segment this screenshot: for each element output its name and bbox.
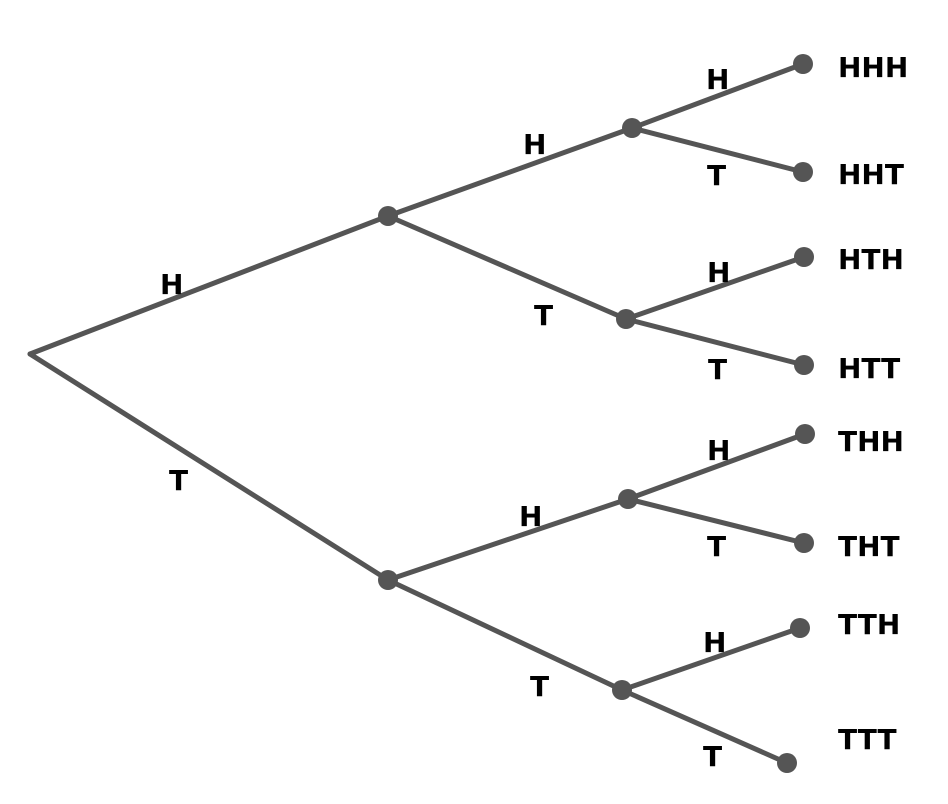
node-t xyxy=(378,570,398,590)
edge-label-hh-t: T xyxy=(707,159,726,192)
node-h xyxy=(378,206,398,226)
outcome-label-tht: THT xyxy=(838,530,900,563)
branch-hh-t xyxy=(629,125,806,175)
branch-t-t xyxy=(385,577,625,693)
branch-hh-h xyxy=(629,61,806,131)
edge-label-t-t: T xyxy=(530,670,549,703)
node-hhh xyxy=(793,54,813,74)
outcome-label-hht: HHT xyxy=(838,158,904,191)
node-htt xyxy=(794,355,814,375)
edge-label-t-h: H xyxy=(519,500,542,533)
branch-tt-h xyxy=(619,625,803,693)
edge-label-tt-h: H xyxy=(703,626,726,659)
outcome-label-tth: TTH xyxy=(838,608,900,641)
outcome-label-ttt: TTT xyxy=(838,723,897,756)
edge-label-th-h: H xyxy=(707,434,730,467)
edge-label-h-h: H xyxy=(523,128,546,161)
node-thh xyxy=(795,424,815,444)
outcome-label-hhh: HHH xyxy=(838,51,908,84)
outcome-label-thh: THH xyxy=(838,425,904,458)
edge-label-root-t: T xyxy=(169,464,188,497)
branch-h-h xyxy=(385,125,635,219)
branch-t-h xyxy=(385,496,631,583)
edge-label-tt-t: T xyxy=(703,740,722,773)
branch-root-h xyxy=(27,213,391,357)
edge-label-th-t: T xyxy=(707,530,726,563)
node-tth xyxy=(790,618,810,638)
branch-th-t xyxy=(625,496,807,546)
branch-ht-h xyxy=(623,254,807,322)
node-th xyxy=(618,489,638,509)
node-tt xyxy=(612,680,632,700)
edge-label-root-h: H xyxy=(160,268,183,301)
branch-root-t xyxy=(27,351,391,583)
edge-label-hh-h: H xyxy=(706,63,729,96)
node-ht xyxy=(616,309,636,329)
node-hh xyxy=(622,118,642,138)
node-ttt xyxy=(777,753,797,773)
edge-label-h-t: T xyxy=(534,299,553,332)
branch-ht-t xyxy=(623,316,807,368)
branch-h-t xyxy=(385,213,629,322)
outcome-label-htt: HTT xyxy=(838,352,900,385)
branch-th-h xyxy=(625,431,808,502)
outcome-label-hth: HTH xyxy=(838,243,904,276)
edge-label-ht-h: H xyxy=(707,256,730,289)
edge-label-ht-t: T xyxy=(708,353,727,386)
node-hth xyxy=(794,247,814,267)
node-hht xyxy=(793,162,813,182)
branch-tt-t xyxy=(619,687,790,766)
node-tht xyxy=(794,533,814,553)
